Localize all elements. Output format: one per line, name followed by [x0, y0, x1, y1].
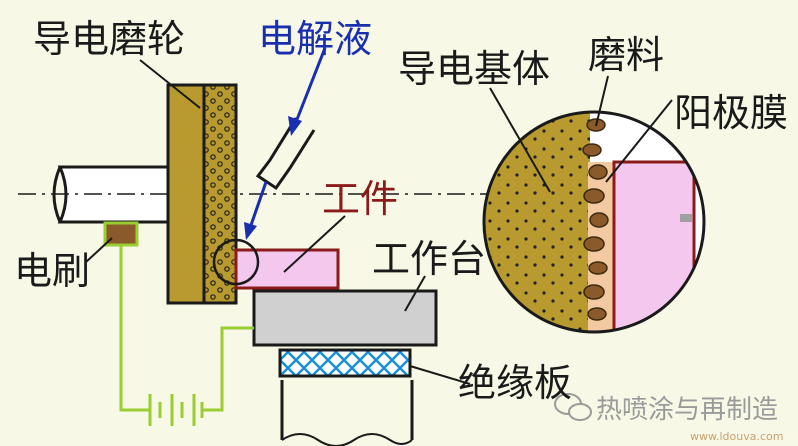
workpiece-leader	[283, 215, 346, 273]
electrolyte-jet-arrow	[248, 181, 268, 229]
brush	[103, 221, 139, 247]
label-abrasive: 磨料	[588, 33, 664, 77]
label-insulating-plate: 绝缘板	[458, 361, 572, 405]
label-anode-film: 阳极膜	[674, 91, 788, 135]
electrolyte-nozzle	[255, 117, 316, 191]
watermark-site: www.ldouva.com	[690, 430, 783, 443]
circuit-wire	[119, 245, 254, 412]
label-electrolyte: 电解液	[258, 17, 372, 61]
label-workpiece: 工件	[322, 177, 398, 221]
electrolyte-leader	[294, 47, 327, 123]
wheel-leader	[139, 59, 201, 109]
brush-leader	[85, 237, 113, 263]
abrasive-leader	[595, 75, 609, 127]
label-conductive-matrix: 导电基体	[398, 47, 550, 91]
worktable-leader	[404, 275, 426, 312]
battery	[148, 394, 204, 426]
label-worktable: 工作台	[372, 237, 486, 281]
label-brush: 电刷	[14, 249, 90, 293]
anode-film-leader	[605, 99, 673, 183]
wechat-icon	[554, 393, 592, 421]
watermark-text: 热喷涂与再制造	[596, 395, 778, 425]
matrix-leader	[489, 87, 551, 193]
machine-base	[280, 380, 414, 446]
grinding-wheel	[166, 83, 238, 305]
label-conductive-wheel: 导电磨轮	[33, 17, 185, 61]
insulating-plate	[278, 348, 412, 378]
magnified-detail	[482, 110, 706, 334]
contact-zone-circle	[212, 238, 260, 286]
abrasive-grains	[582, 118, 609, 321]
insulating-plate-leader	[409, 365, 471, 385]
electrolyte-jet-arrowhead	[244, 222, 257, 240]
electrolyte-leader-arrowhead	[288, 116, 302, 136]
workpiece	[234, 248, 340, 290]
worktable	[252, 289, 438, 347]
